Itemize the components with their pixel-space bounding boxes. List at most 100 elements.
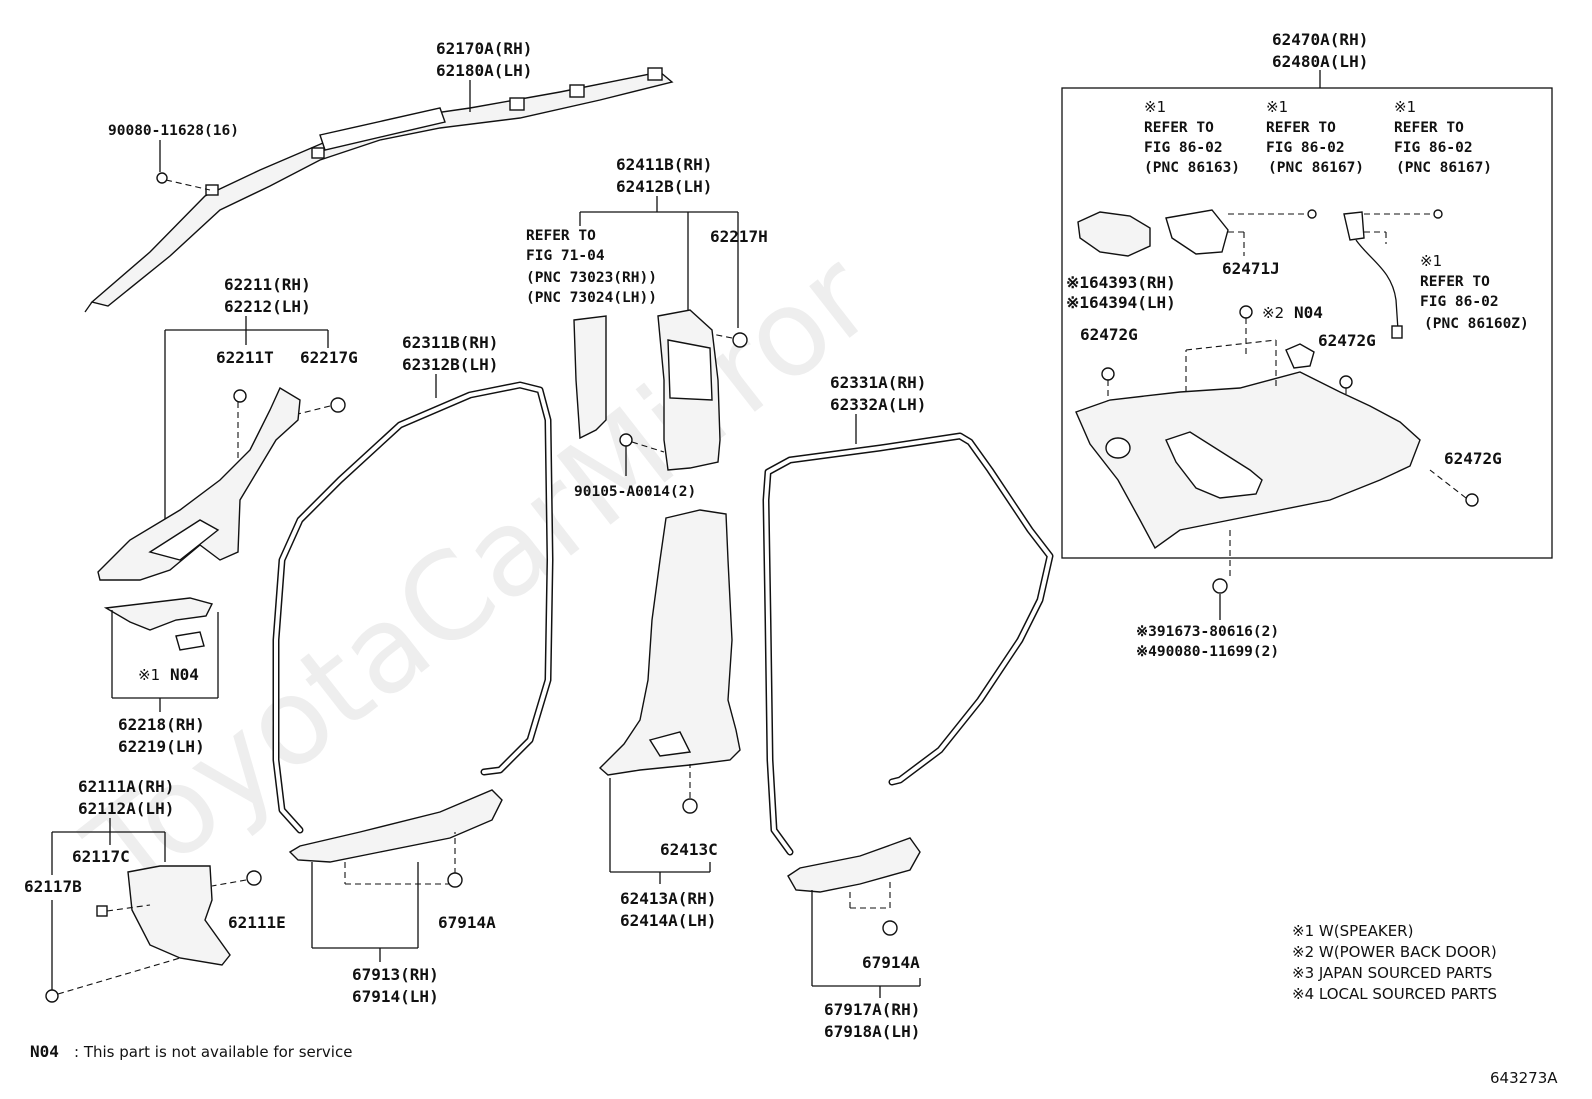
label-67918a-lh: 67918A(LH) [824, 1022, 920, 1041]
legend-item-3: ※3 JAPAN SOURCED PARTS [1292, 964, 1492, 982]
airbag-bolt-icon [156, 172, 168, 184]
clip-62471j-icon [1239, 305, 1253, 319]
label-62412b-lh: 62412B(LH) [616, 177, 712, 196]
front-pillar-garnish [97, 386, 301, 581]
clip-62211t-icon [233, 389, 247, 403]
label-90080-11628: 90080-11628(16) [108, 123, 239, 139]
label-62472g-a: 62472G [1080, 325, 1138, 344]
clip-62117b-icon [45, 989, 59, 1003]
label-ref3-mark: ※1 [1394, 98, 1416, 116]
legend-item-1: ※1 W(SPEAKER) [1292, 922, 1413, 940]
label-62414a-lh: 62414A(LH) [620, 911, 716, 930]
label-62472g-b: 62472G [1318, 331, 1376, 350]
label-ref4-mark: ※1 [1420, 252, 1442, 270]
label-ref1-b: FIG 86-02 [1144, 140, 1223, 156]
label-62332a-lh: 62332A(LH) [830, 395, 926, 414]
label-62211t: 62211T [216, 348, 274, 367]
clip-62472g-c-icon [1465, 493, 1479, 507]
rear-scuff-plate [787, 837, 921, 893]
label-b-refer-3: (PNC 73023(RH)) [526, 270, 657, 286]
legend-item-2: ※2 W(POWER BACK DOOR) [1292, 943, 1497, 961]
speaker-cover [103, 597, 214, 631]
label-note2: ※2 [1262, 304, 1284, 322]
label-ref1-a: REFER TO [1144, 120, 1214, 136]
quarter-trim-panel [1075, 371, 1421, 550]
rear-door-weatherstrip [762, 432, 1054, 856]
label-b-refer-4: (PNC 73024(LH)) [526, 290, 657, 306]
label-n04-2: N04 [1294, 303, 1323, 322]
label-ref2-c: (PNC 86167) [1268, 160, 1364, 176]
legend-item-4: ※4 LOCAL SOURCED PARTS [1292, 985, 1497, 1003]
clip-62217g-icon [330, 397, 346, 413]
label-ref1-mark: ※1 [1144, 98, 1166, 116]
quarter-bolt-icon [1212, 578, 1228, 594]
label-62470a-rh: 62470A(RH) [1272, 30, 1368, 49]
quarter-trim-box [1061, 87, 1553, 559]
label-62219-lh: 62219(LH) [118, 737, 205, 756]
label-67913-rh: 67913(RH) [352, 965, 439, 984]
label-90105-a0014: 90105-A0014(2) [574, 484, 696, 500]
clip-67914a-front-icon [447, 872, 463, 888]
speaker-screw-1-icon [1307, 209, 1317, 219]
clip-62472g-b-icon [1339, 375, 1353, 389]
figure-id: 643273A [1490, 1069, 1558, 1087]
clip-62217h-icon [732, 332, 748, 348]
label-62413a-rh: 62413A(RH) [620, 889, 716, 908]
label-62411b-rh: 62411B(RH) [616, 155, 712, 174]
label-62117c: 62117C [72, 847, 130, 866]
label-ref4-b: FIG 86-02 [1420, 294, 1499, 310]
label-ref2-a: REFER TO [1266, 120, 1336, 136]
label-62211-rh: 62211(RH) [224, 275, 311, 294]
speaker-screw-2-icon [1433, 209, 1443, 219]
b-pillar-bolt-icon [619, 433, 633, 447]
label-62112a-lh: 62112A(LH) [78, 799, 174, 818]
label-90080-11699: ※490080-11699(2) [1136, 644, 1279, 660]
label-62180a-lh: 62180A(LH) [436, 61, 532, 80]
label-67914a-rear: 67914A [862, 953, 920, 972]
label-62312b-lh: 62312B(LH) [402, 355, 498, 374]
label-62331a-rh: 62331A(RH) [830, 373, 926, 392]
label-62311b-rh: 62311B(RH) [402, 333, 498, 352]
label-67914-lh: 67914(LH) [352, 987, 439, 1006]
label-62111a-rh: 62111A(RH) [78, 777, 174, 796]
cowl-side-trim [127, 865, 231, 966]
clip-62117c-icon [96, 905, 108, 917]
label-ref3-c: (PNC 86167) [1396, 160, 1492, 176]
label-62471j: 62471J [1222, 259, 1280, 278]
label-67917a-rh: 67917A(RH) [824, 1000, 920, 1019]
label-ref4-a: REFER TO [1420, 274, 1490, 290]
label-62472g-c: 62472G [1444, 449, 1502, 468]
label-62170a-rh: 62170A(RH) [436, 39, 532, 58]
clip-62111e-icon [246, 870, 262, 886]
label-62111e: 62111E [228, 913, 286, 932]
label-62217h: 62217H [710, 227, 768, 246]
footer-n04-text: : This part is not available for service [74, 1043, 352, 1061]
curtain-airbag-assembly [84, 67, 674, 313]
label-b-refer-1: REFER TO [526, 228, 596, 244]
label-ref3-b: FIG 86-02 [1394, 140, 1473, 156]
label-64394-lh: ※164394(LH) [1066, 293, 1176, 312]
label-67914a-front: 67914A [438, 913, 496, 932]
clip-62413c-icon [682, 798, 698, 814]
label-91673-80616: ※391673-80616(2) [1136, 624, 1279, 640]
footer-n04-code: N04 [30, 1042, 59, 1061]
label-62217g: 62217G [300, 348, 358, 367]
label-62413c: 62413C [660, 840, 718, 859]
label-64393-rh: ※164393(RH) [1066, 273, 1176, 292]
front-scuff-plate [288, 789, 503, 863]
label-62212-lh: 62212(LH) [224, 297, 311, 316]
label-ref4-c: (PNC 86160Z) [1424, 316, 1529, 332]
clip-62472g-a-icon [1101, 367, 1115, 381]
label-62480a-lh: 62480A(LH) [1272, 52, 1368, 71]
label-ref3-a: REFER TO [1394, 120, 1464, 136]
front-door-weatherstrip [272, 381, 554, 834]
label-ref2-mark: ※1 [1266, 98, 1288, 116]
label-ref1-c: (PNC 86163) [1144, 160, 1240, 176]
speaker-grille [1077, 211, 1151, 257]
label-ref2-b: FIG 86-02 [1266, 140, 1345, 156]
label-n04-speaker: N04 [170, 665, 199, 684]
seatbelt-anchor-cover [573, 315, 607, 440]
label-b-refer-2: FIG 71-04 [526, 248, 605, 264]
label-62218-rh: 62218(RH) [118, 715, 205, 734]
